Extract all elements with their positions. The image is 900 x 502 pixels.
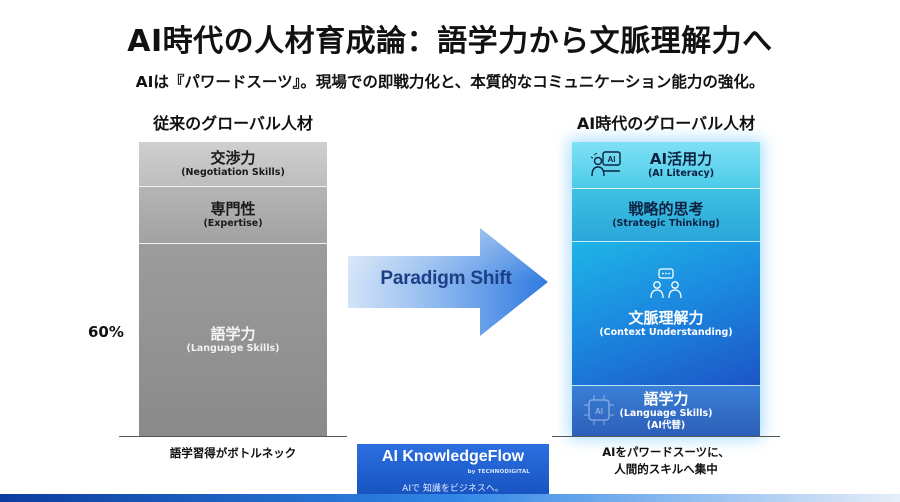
- segment-label: 専門性: [210, 199, 256, 218]
- negotiation-segment: 交渉力 (Negotiation Skills): [139, 142, 327, 187]
- left-heading: 従来のグローバル人材: [153, 114, 313, 133]
- brand-logo-name: AI KnowledgeFlow: [381, 448, 525, 465]
- brand-tagline: AIで 知識をビジネスへ。: [402, 484, 504, 494]
- language-segment: 語学力 (Language Skills): [139, 244, 327, 436]
- page-subtitle: AIは『パワードスーツ』。現場での即戦力化と、本質的なコミュニケーション能力の強…: [135, 73, 765, 91]
- right-heading: AI時代のグローバル人材: [576, 114, 756, 133]
- ai-person-icon: AI: [590, 151, 621, 177]
- segment-label: 戦略的思考: [628, 199, 704, 218]
- right-baseline: [552, 436, 780, 437]
- segment-sublabel: (Language Skills): [619, 407, 713, 419]
- brand-logo-by: by TECHNODIGITAL: [467, 469, 530, 475]
- ai-chip-icon: AI: [584, 395, 614, 425]
- segment-label: 交渉力: [210, 148, 256, 167]
- segment-label: AI活用力: [649, 149, 713, 168]
- bottom-accent-strip: [0, 494, 900, 502]
- segment-sublabel: (Expertise): [203, 217, 263, 229]
- segment-label: 語学力: [210, 324, 256, 343]
- ai-chip-icon-text: AI: [595, 407, 603, 416]
- strategic-thinking-segment: 戦略的思考 (Strategic Thinking): [572, 189, 760, 242]
- team-discussion-icon: [650, 268, 682, 299]
- left-baseline: [119, 436, 347, 437]
- segment-label: 語学力: [643, 389, 689, 408]
- segment-sublabel: (Language Skills): [186, 342, 280, 354]
- expertise-segment: 専門性 (Expertise): [139, 187, 327, 244]
- traditional-skill-stack: 交渉力 (Negotiation Skills) 専門性 (Expertise)…: [139, 142, 327, 436]
- right-caption-line2: 人間的スキルへ集中: [614, 461, 718, 476]
- brand-logo-box: [357, 444, 549, 502]
- language-ai-replaced-segment: AI 語学力 (Language Skills) (AI代替): [572, 386, 760, 436]
- segment-sublabel: (Negotiation Skills): [181, 166, 285, 178]
- segment-label: 文脈理解力: [628, 309, 704, 328]
- context-understanding-segment: 文脈理解力 (Context Understanding): [572, 242, 760, 386]
- right-caption: AIをパワードスーツに、 人間的スキルへ集中: [552, 444, 780, 477]
- ai-era-skill-stack: AI AI活用力 (AI Literacy) 戦略的思考 (Strategic …: [572, 142, 760, 436]
- paradigm-shift-arrow-icon: [348, 228, 548, 336]
- left-caption: 語学習得がボトルネック: [169, 446, 297, 460]
- ai-person-icon-text: AI: [608, 155, 616, 164]
- arrow-label: Paradigm Shift: [380, 268, 512, 289]
- segment-sublabel: (Context Understanding): [599, 327, 733, 339]
- segment-note: (AI代替): [646, 420, 686, 431]
- page-title: AI時代の人材育成論：語学力から文脈理解力へ: [127, 24, 773, 59]
- right-caption-line1: AIをパワードスーツに、: [602, 445, 730, 459]
- segment-sublabel: (Strategic Thinking): [612, 217, 720, 229]
- percent-label: 60%: [88, 323, 124, 341]
- segment-sublabel: (AI Literacy): [647, 167, 715, 179]
- ai-literacy-segment: AI AI活用力 (AI Literacy): [572, 142, 760, 189]
